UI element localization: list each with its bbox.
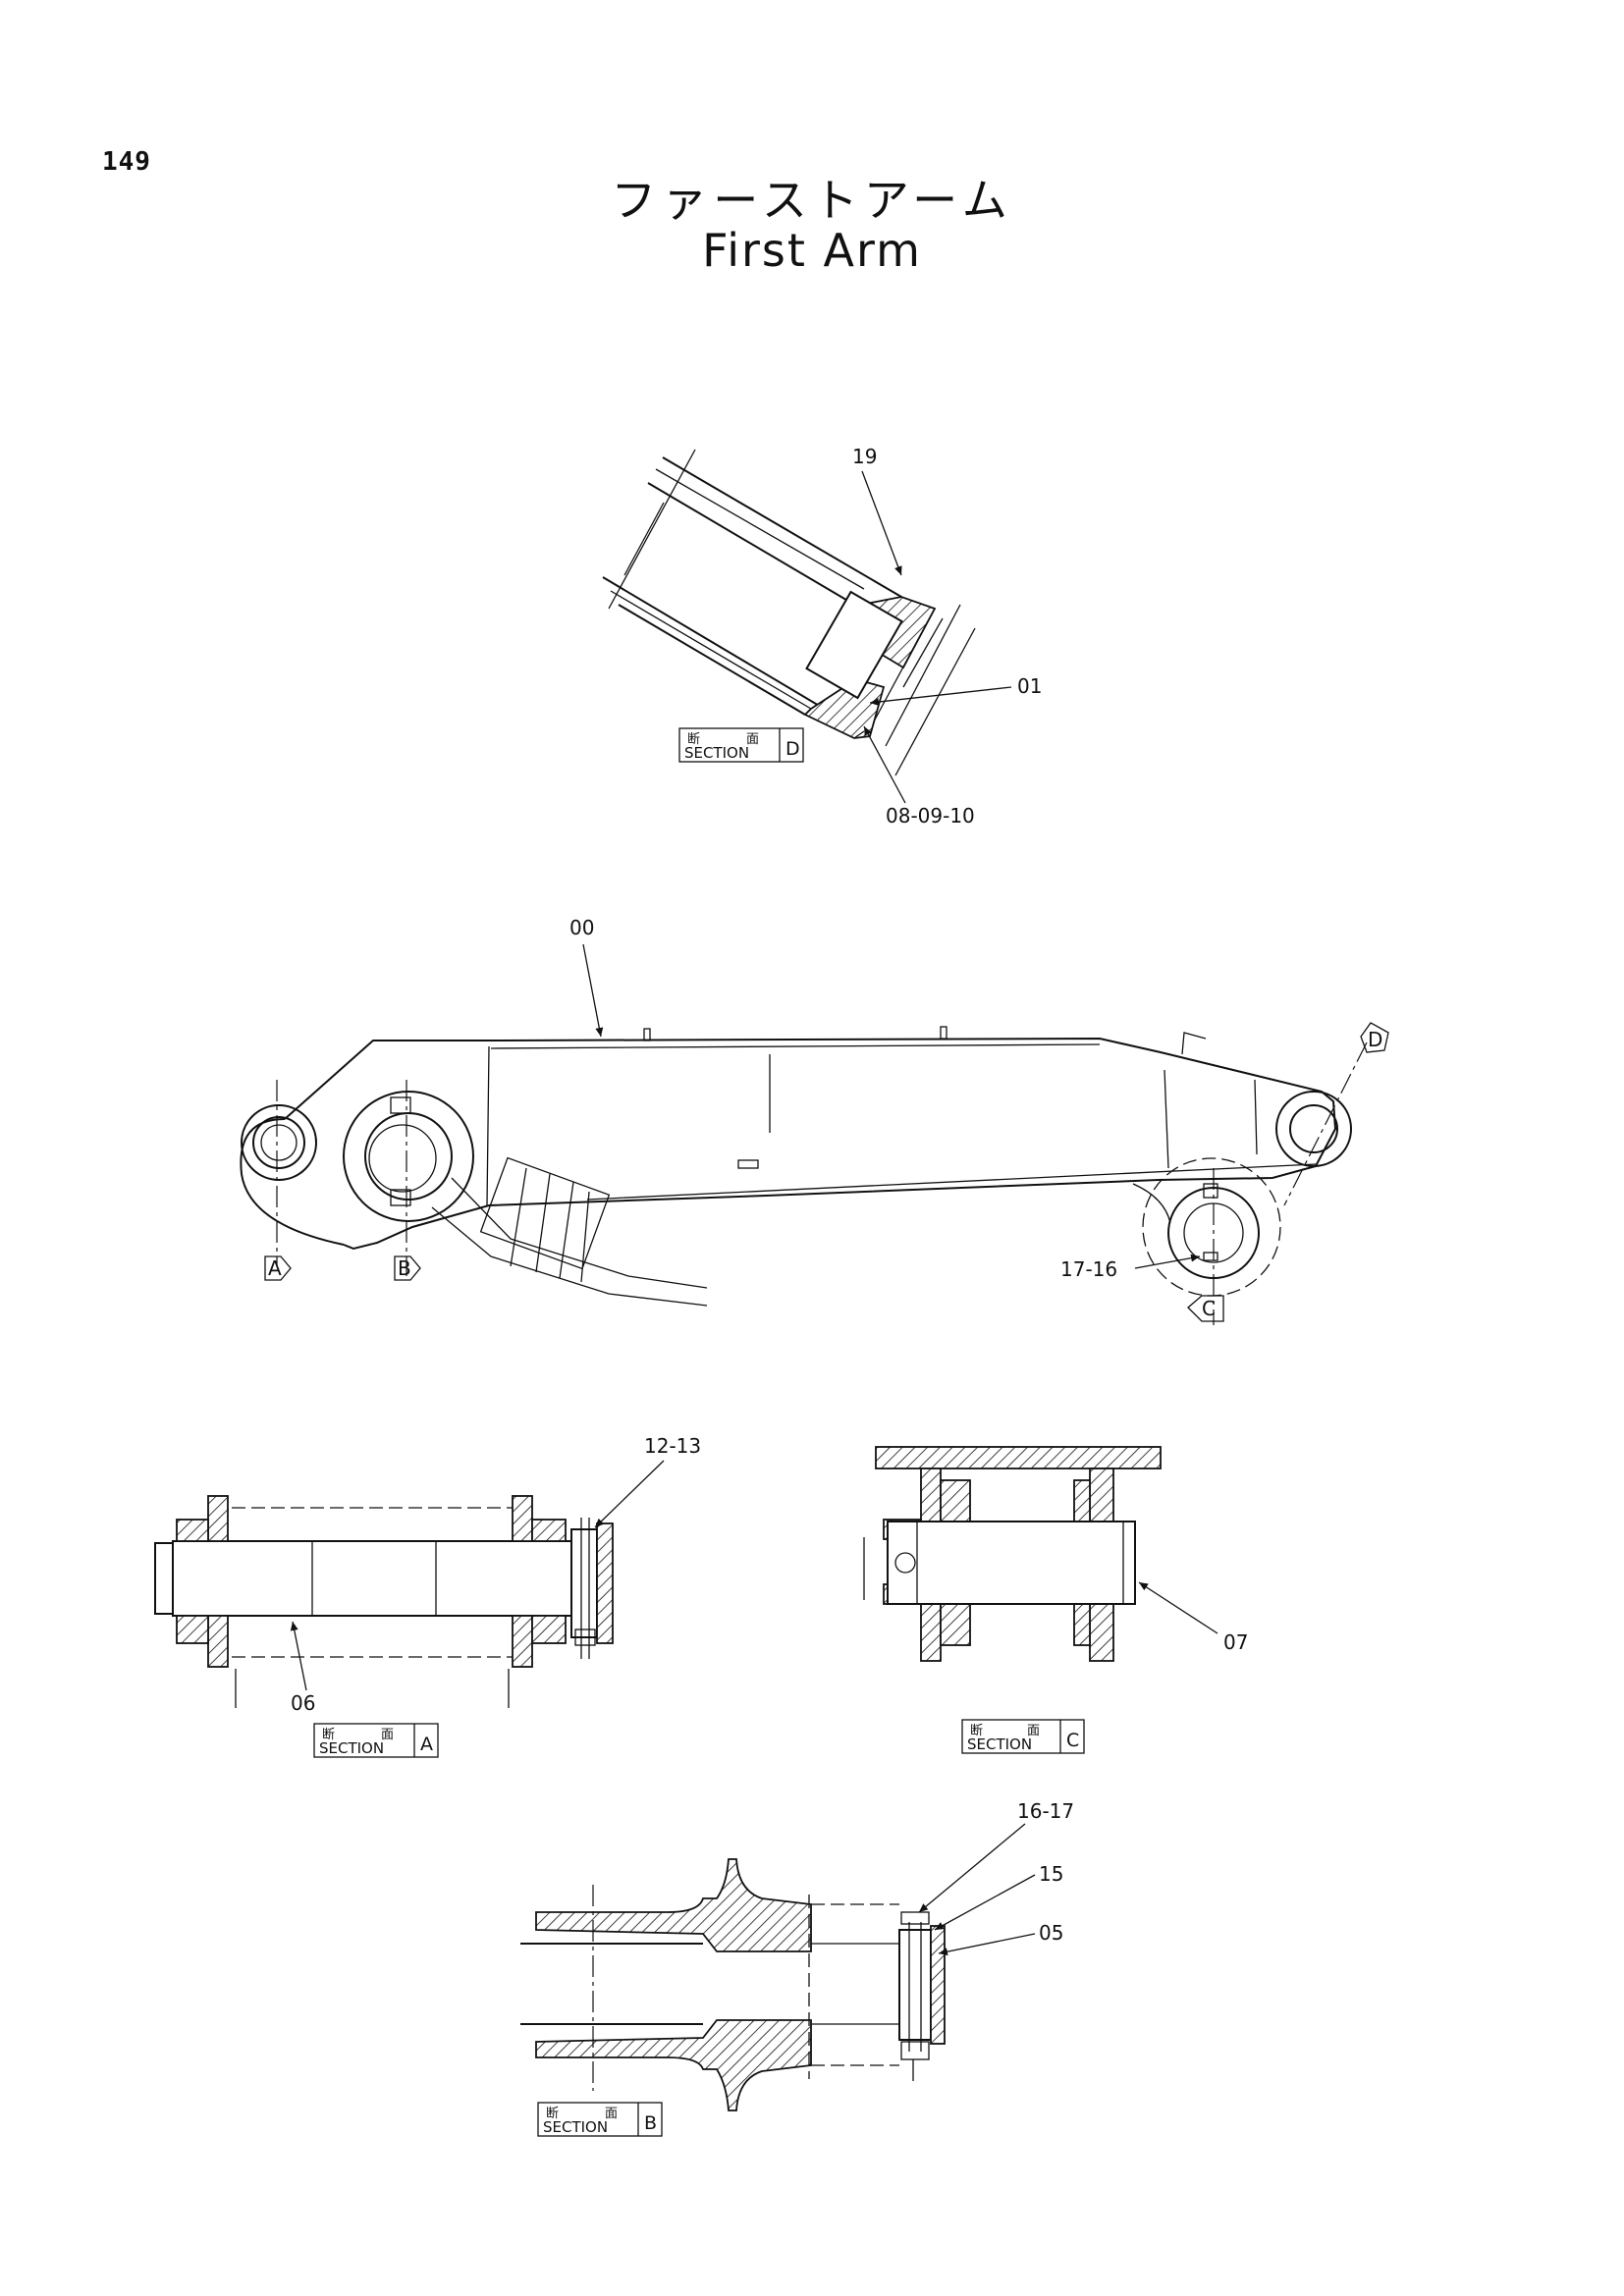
callouts-section-d: 19 01 08-09-10 bbox=[852, 445, 1042, 828]
callout-01: 01 bbox=[1017, 674, 1042, 698]
title-english: First Arm bbox=[702, 224, 922, 277]
callout-08-09-10: 08-09-10 bbox=[886, 804, 975, 828]
callout-12-13: 12-13 bbox=[644, 1434, 701, 1458]
view-marker-c: C bbox=[1202, 1297, 1216, 1320]
callout-19: 19 bbox=[852, 445, 877, 468]
section-c-word: SECTION bbox=[967, 1735, 1032, 1753]
section-tag-b: 断 面 SECTION B bbox=[537, 2102, 663, 2137]
section-b-kanji-1: 断 bbox=[546, 2107, 559, 2121]
callout-17-16: 17-16 bbox=[1060, 1257, 1117, 1281]
section-a-letter: A bbox=[420, 1734, 433, 1755]
view-markers: A B C D bbox=[264, 1022, 1389, 1322]
callouts-section-a: 12-13 06 bbox=[290, 1434, 701, 1715]
section-c-kanji-1: 断 bbox=[970, 1724, 983, 1738]
callout-00: 00 bbox=[569, 916, 594, 939]
callout-05: 05 bbox=[1039, 1921, 1063, 1945]
section-a-word: SECTION bbox=[319, 1739, 384, 1757]
section-c-kanji-2: 面 bbox=[1027, 1724, 1040, 1738]
section-tag-d: 断 面 SECTION D bbox=[678, 727, 804, 763]
callouts-section-c: 07 bbox=[1138, 1581, 1248, 1654]
section-b-word: SECTION bbox=[543, 2118, 608, 2136]
section-b-view bbox=[520, 1858, 946, 2111]
callouts-main-view: 00 17-16 bbox=[569, 916, 1201, 1281]
title-japanese: ファーストアーム bbox=[611, 174, 1013, 227]
section-a-kanji-2: 面 bbox=[381, 1728, 394, 1742]
section-tag-c: 断 面 SECTION C bbox=[961, 1719, 1085, 1754]
callouts-section-b: 16-17 15 05 bbox=[918, 1799, 1074, 1956]
view-marker-d: D bbox=[1368, 1028, 1382, 1051]
section-tag-a: 断 面 SECTION A bbox=[313, 1723, 439, 1758]
view-marker-a: A bbox=[268, 1256, 282, 1280]
callout-06: 06 bbox=[291, 1691, 315, 1715]
section-d-kanji-1: 断 bbox=[687, 732, 700, 747]
section-c-view bbox=[863, 1446, 1162, 1662]
section-b-letter: B bbox=[644, 2112, 657, 2134]
callout-16-17: 16-17 bbox=[1017, 1799, 1074, 1823]
section-a-view bbox=[154, 1495, 614, 1708]
section-c-letter: C bbox=[1066, 1730, 1079, 1751]
section-d-view bbox=[602, 449, 976, 776]
section-d-kanji-2: 面 bbox=[746, 732, 759, 747]
section-b-kanji-2: 面 bbox=[605, 2107, 618, 2121]
section-a-kanji-1: 断 bbox=[322, 1728, 335, 1742]
section-d-letter: D bbox=[785, 738, 800, 760]
page-number: 149 bbox=[102, 147, 151, 177]
callout-15: 15 bbox=[1039, 1862, 1063, 1886]
section-d-word: SECTION bbox=[684, 744, 749, 762]
view-marker-b: B bbox=[398, 1256, 411, 1280]
callout-07: 07 bbox=[1223, 1630, 1248, 1654]
first-arm-main-view bbox=[240, 1026, 1368, 1325]
